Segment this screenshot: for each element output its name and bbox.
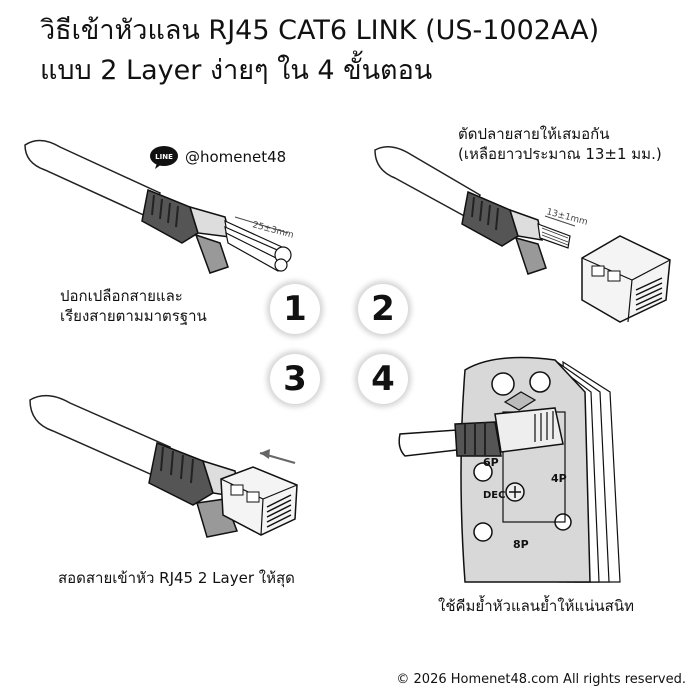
step-1-badge: 1	[270, 284, 320, 334]
measure2-label: 13±1mm	[545, 207, 588, 228]
line-badge[interactable]: LINE @homenet48	[149, 146, 287, 169]
die-6p-label: 6P	[483, 456, 499, 469]
step-2-badge: 2	[358, 284, 408, 334]
line-handle: @homenet48	[185, 148, 287, 166]
step3-illustration	[29, 394, 298, 538]
step1-illustration: 25±3mm	[24, 139, 295, 274]
die-4p-label: 4P	[551, 472, 567, 485]
step1-caption-line2: เรียงสายตามมาตรฐาน	[60, 307, 207, 325]
step2-caption: ตัดปลายสายให้เสมอกัน (เหลือยาวประมาณ 13±…	[458, 124, 662, 164]
page-subtitle: แบบ 2 Layer ง่ายๆ ใน 4 ขั้นตอน	[40, 55, 433, 86]
step-4-badge: 4	[358, 354, 408, 404]
step1-caption-line1: ปอกเปลือกสายและ	[60, 287, 183, 305]
page-title: วิธีเข้าหัวแลน RJ45 CAT6 LINK (US-1002AA…	[40, 15, 600, 46]
line-icon: LINE	[149, 146, 179, 169]
step2-caption-line2: (เหลือยาวประมาณ 13±1 มม.)	[458, 145, 662, 163]
step-3-badge: 3	[270, 354, 320, 404]
copyright-footer: © 2026 Homenet48.com All rights reserved…	[396, 672, 686, 687]
step2-illustration: 13±1mm	[374, 146, 671, 323]
step3-caption: สอดสายเข้าหัว RJ45 2 Layer ให้สุด	[58, 569, 295, 587]
line-icon-text: LINE	[155, 153, 173, 161]
step4-caption: ใช้คีมย้ำหัวแลนย้ำให้แน่นสนิท	[438, 597, 634, 615]
step2-caption-line1: ตัดปลายสายให้เสมอกัน	[458, 125, 610, 143]
die-dec-label: DEC	[483, 490, 505, 501]
step4-illustration: 6P DEC 4P 8P	[398, 356, 621, 583]
step1-caption: ปอกเปลือกสายและ เรียงสายตามมาตรฐาน	[60, 286, 207, 326]
die-8p-label: 8P	[513, 538, 529, 551]
